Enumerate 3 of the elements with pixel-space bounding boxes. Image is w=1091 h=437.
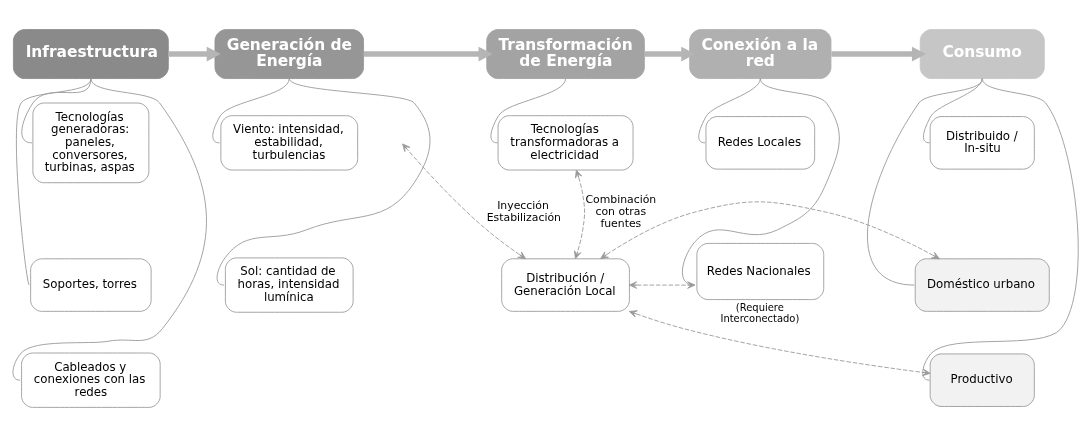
edge-label: Combinación con otras fuentes bbox=[585, 193, 657, 230]
edge-label: Inyección Estabilización bbox=[486, 199, 561, 224]
node-label: (Requiere Interconectado) bbox=[720, 302, 800, 325]
